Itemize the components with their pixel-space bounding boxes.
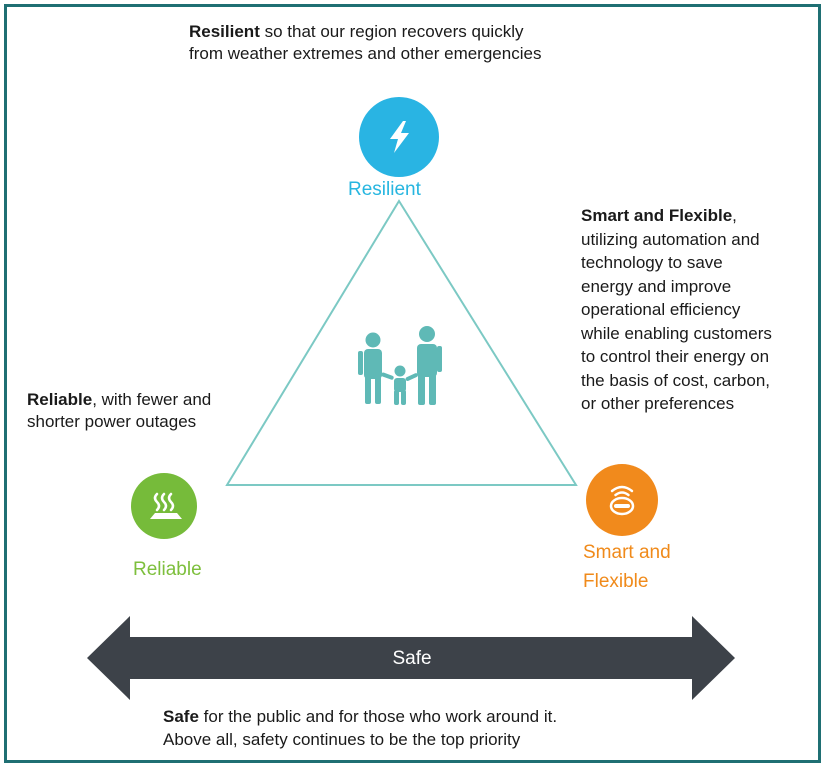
reliable-label: Reliable (133, 559, 202, 580)
smart-label-line2: Flexible (583, 571, 649, 592)
smart-description: Smart and Flexible, utilizing automation… (581, 204, 821, 416)
smart-desc-line: the basis of cost, carbon, (581, 370, 770, 390)
safe-bold: Safe (163, 707, 199, 726)
reliable-circle (131, 473, 197, 539)
smart-desc-line: technology to save (581, 253, 723, 272)
resilient-label: Resilient (348, 179, 421, 200)
smart-desc-line: energy and improve (581, 276, 732, 296)
safe-arrow-label: Safe (392, 648, 432, 669)
smart-label: Smart and Flexible (583, 538, 723, 596)
lightning-bolt-icon (390, 121, 409, 153)
safe-double-arrow (87, 616, 735, 700)
smart-desc-line: while enabling customers (581, 323, 772, 343)
safe-desc-line2: Above all, safety continues to be the to… (163, 730, 521, 749)
reliable-bold: Reliable (27, 390, 93, 409)
safe-desc-line1: for the public and for those who work ar… (198, 707, 558, 726)
smart-circle (586, 464, 658, 536)
resilient-desc-line2: from weather extremes and other emergenc… (189, 44, 542, 63)
safe-description: Safe for the public and for those who wo… (163, 705, 783, 751)
smart-bold: Smart and Flexible (581, 206, 733, 225)
smart-desc-line: to control their energy on (581, 347, 770, 366)
reliable-description: Reliable, with fewer and shorter power o… (27, 389, 267, 433)
smart-desc-line: utilizing automation and (581, 229, 760, 249)
smart-label-line1: Smart and (583, 542, 671, 563)
smart-desc-line: or other preferences (581, 394, 735, 413)
reliable-desc-line1: , with fewer and (92, 390, 212, 409)
heat-waves-icon (150, 492, 182, 519)
resilient-desc-line1: so that our region recovers quickly (259, 22, 524, 41)
family-icon (358, 326, 442, 405)
thermostat-wifi-icon (609, 485, 635, 516)
smart-desc-line: operational efficiency (581, 300, 741, 319)
reliable-desc-line2: shorter power outages (27, 412, 197, 431)
resilient-circle (359, 97, 439, 177)
smart-desc-first: , (732, 206, 737, 225)
resilient-bold: Resilient (189, 22, 260, 41)
resilient-description: Resilient so that our region recovers qu… (189, 21, 709, 65)
triangle-outline (225, 199, 578, 486)
